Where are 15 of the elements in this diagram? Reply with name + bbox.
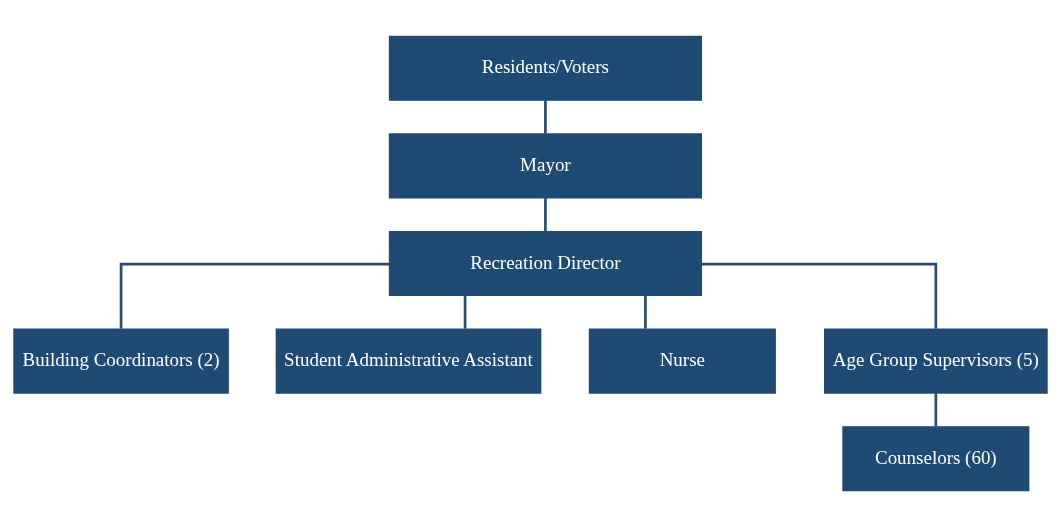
connector <box>119 262 390 329</box>
connector <box>463 295 467 329</box>
connector <box>934 393 938 427</box>
node-box: Recreation Director <box>388 230 702 297</box>
node-box: Building Coordinators (2) <box>13 328 229 394</box>
connector <box>644 295 647 329</box>
node-box: Counselors (60) <box>842 426 1030 492</box>
node-box: Mayor <box>388 133 702 199</box>
node-box: Nurse <box>588 328 776 394</box>
connector <box>701 262 938 329</box>
connector <box>544 100 547 134</box>
connector <box>544 197 547 232</box>
node-box: Residents/Voters <box>388 35 702 101</box>
node-box: Age Group Supervisors (5) <box>824 328 1048 394</box>
node-box: Student Administrative Assistant <box>275 328 542 394</box>
